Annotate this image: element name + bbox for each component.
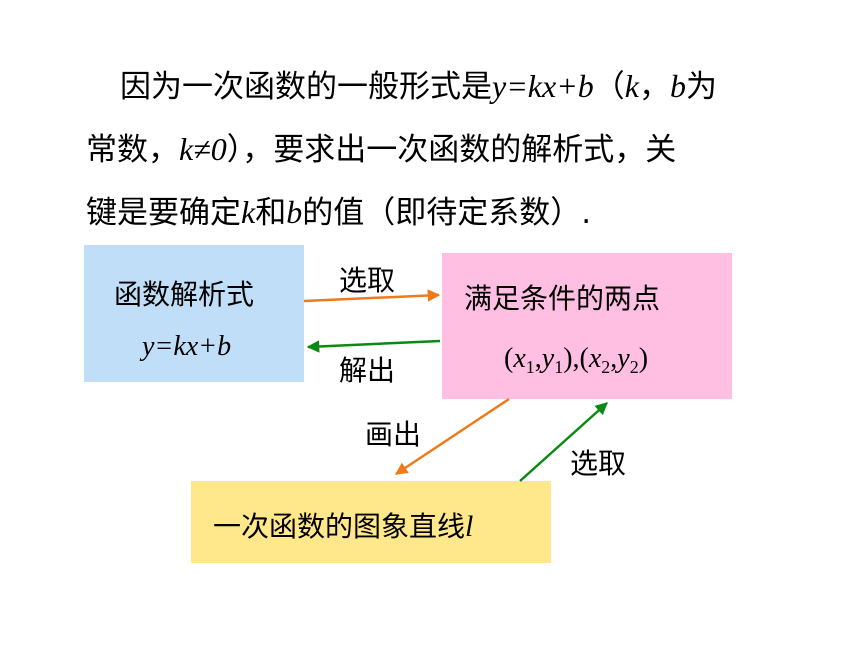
arrow-solve-to-function [306,339,441,353]
graph-line-box: 一次函数的图象直线l [191,481,551,563]
condition: k≠0 [179,131,227,167]
function-expression-title: 函数解析式 [114,278,255,311]
label-select-bottom: 选取 [570,447,627,480]
general-formula: y=kx+b [492,68,594,104]
label-draw: 画出 [365,418,422,451]
label-solve: 解出 [339,354,396,387]
var-k: k [624,68,639,104]
intro-text: ， [639,69,670,105]
intro-text: 因为一次函数的一般形式是 [120,69,492,105]
graph-line-title: 一次函数的图象直线l [213,510,474,543]
function-expression-formula: y=kx+b [142,331,232,362]
two-points-coordinates: (x1,y1),(x2,y2) [504,343,649,377]
two-points-title: 满足条件的两点 [464,282,661,315]
intro-text: （ [593,69,625,105]
arrow-draw-to-graph [394,397,510,476]
two-points-box: 满足条件的两点 (x1,y1),(x2,y2) [442,253,732,399]
intro-text: 的值（即待定系数）. [302,195,592,231]
arrow-select-to-points [303,289,441,303]
var-k: k [241,194,256,230]
intro-text: 键是要确定 [86,195,241,231]
intro-text: 为 [686,69,717,105]
var-b: b [670,68,686,104]
var-b: b [286,194,303,230]
intro-text: 常数， [86,132,179,168]
function-expression-box: 函数解析式 y=kx+b [84,245,304,382]
intro-text: ），要求出一次函数的解析式，关 [226,132,677,168]
intro-paragraph: 因为一次函数的一般形式是y=kx+b（k，b为常数，k≠0），要求出一次函数的解… [86,55,786,244]
arrow-select-from-graph [519,402,608,482]
label-select-top: 选取 [339,264,396,297]
intro-text: 和 [255,195,287,231]
